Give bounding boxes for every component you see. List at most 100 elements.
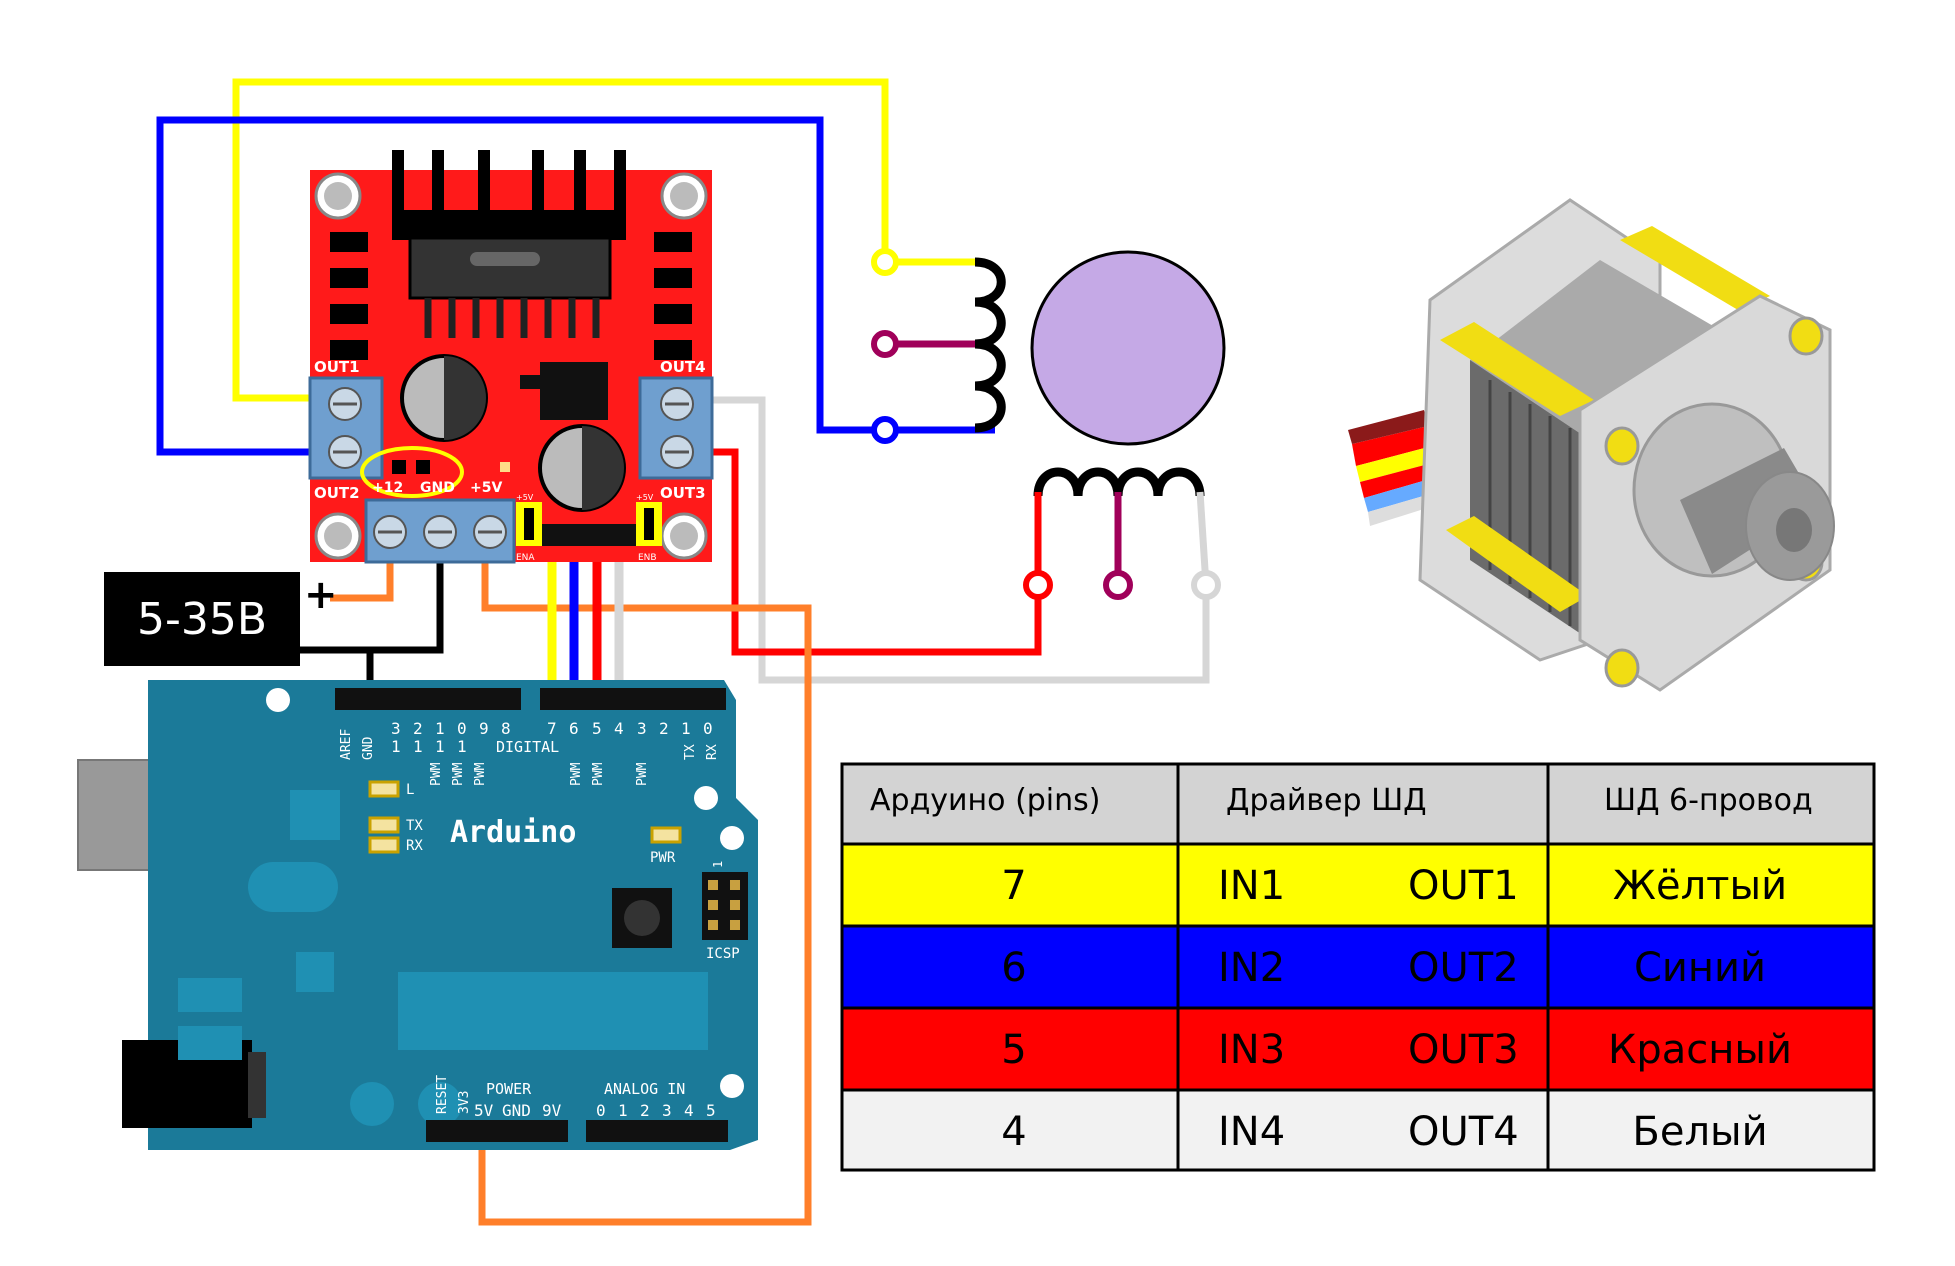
table-cell-in: IN4 bbox=[1218, 1109, 1285, 1155]
pwm-label-6: PWM bbox=[569, 762, 584, 786]
table-cell-wire-color: Красный bbox=[1608, 1027, 1792, 1073]
header-arduino-pins: Ардуино (pins) bbox=[870, 783, 1101, 818]
top-pin-label-4: 4 bbox=[614, 719, 624, 738]
analog-pin-label-0: 0 bbox=[596, 1101, 606, 1120]
table-cell-in: IN3 bbox=[1218, 1027, 1285, 1073]
top-pin-label-10: 0 bbox=[457, 719, 467, 738]
led-tx bbox=[368, 816, 400, 834]
motor-driver-board: OUT1 OUT2 OUT4 OUT3 +12 GND +5V +5V +5V … bbox=[308, 150, 714, 564]
jumper-5v-left-label: +5V bbox=[516, 493, 534, 502]
top-pin-label-6: 6 bbox=[569, 719, 579, 738]
table-cell-out: OUT1 bbox=[1408, 863, 1519, 909]
purple-tap-top bbox=[871, 330, 899, 358]
analog-label: ANALOG IN bbox=[604, 1080, 685, 1098]
pwm-label-11: PWM bbox=[429, 762, 444, 786]
red-tap bbox=[1023, 570, 1053, 600]
stepper-motor-illustration bbox=[1348, 198, 1835, 692]
table-cell-out: OUT2 bbox=[1408, 945, 1519, 991]
table-cell-wire-color: Белый bbox=[1632, 1109, 1767, 1155]
orange-supply-wire bbox=[330, 560, 394, 602]
power-label: POWER bbox=[486, 1080, 532, 1098]
gnd-pin-label: GND bbox=[502, 1101, 531, 1120]
header-stepper-driver: Драйвер ШД bbox=[1226, 783, 1427, 818]
top-pin-label-2: 2 bbox=[659, 719, 669, 738]
led-tx-label: TX bbox=[406, 818, 423, 834]
pwm-label-10: PWM bbox=[451, 762, 466, 786]
led-l-label: L bbox=[406, 782, 414, 798]
9v-pin-label: 9V bbox=[542, 1101, 562, 1120]
led-l bbox=[368, 780, 400, 798]
top-pin-label-11: 1 bbox=[435, 719, 445, 738]
digital-label: DIGITAL bbox=[496, 738, 559, 756]
pwm-label-9: PWM bbox=[473, 762, 488, 786]
supply-plus-sign: + bbox=[304, 572, 338, 618]
3v3-pin-label: 3V3 bbox=[457, 1091, 472, 1114]
top-pin-label-3: 3 bbox=[637, 719, 647, 738]
table-cell-in: IN2 bbox=[1218, 945, 1285, 991]
top-pin-label-8: 8 bbox=[501, 719, 511, 738]
top-pin-label-5: 5 bbox=[592, 719, 602, 738]
tx-pin-label: TX bbox=[683, 744, 698, 760]
rx-pin-label: RX bbox=[705, 744, 720, 760]
top-pin-label-tens-12: 1 bbox=[413, 737, 423, 756]
out1-label: OUT1 bbox=[314, 358, 360, 376]
top-pin-label-9: 9 bbox=[479, 719, 489, 738]
rotor bbox=[1030, 250, 1226, 446]
top-pin-label-tens-11: 1 bbox=[435, 737, 445, 756]
analog-pin-label-4: 4 bbox=[684, 1101, 694, 1120]
ena-label: ENA bbox=[516, 553, 535, 563]
analog-pin-label-3: 3 bbox=[662, 1101, 672, 1120]
vertical-coil bbox=[974, 257, 1006, 433]
table-cell-out: OUT4 bbox=[1408, 1109, 1519, 1155]
icsp-label: ICSP bbox=[706, 946, 740, 962]
led-pwr-label: PWR bbox=[650, 850, 676, 866]
icsp-pin1-label: 1 bbox=[711, 861, 725, 868]
top-pin-label-aref: AREF bbox=[339, 729, 354, 760]
orange-5v-wire bbox=[478, 560, 812, 1226]
red-wire bbox=[712, 448, 1042, 656]
analog-pin-label-1: 1 bbox=[618, 1101, 628, 1120]
plus12-label: +12 bbox=[372, 480, 403, 496]
stepper-schematic bbox=[871, 248, 1226, 600]
top-pin-label-tens-13: 1 bbox=[391, 737, 401, 756]
white-wire bbox=[712, 396, 1210, 684]
analog-pin-label-2: 2 bbox=[640, 1101, 650, 1120]
reset-pin-label: RESET bbox=[435, 1075, 450, 1114]
table-row-background bbox=[842, 844, 1874, 926]
pwm-label-3: PWM bbox=[635, 762, 650, 786]
yellow-tap bbox=[871, 248, 899, 276]
table-row-background bbox=[842, 1090, 1874, 1172]
blue-tap bbox=[871, 416, 899, 444]
led-rx-label: RX bbox=[406, 838, 423, 854]
table-cell-pin: 4 bbox=[1001, 1109, 1026, 1155]
led-rx bbox=[368, 836, 400, 854]
table-cell-wire-color: Жёлтый bbox=[1613, 863, 1787, 909]
top-pin-label-0: 0 bbox=[703, 719, 713, 738]
power-supply: 5-35В + – bbox=[104, 572, 338, 672]
table-row-background bbox=[842, 1008, 1874, 1090]
jumper-5v-right-label: +5V bbox=[636, 493, 654, 502]
supply-minus-sign: – bbox=[302, 626, 322, 672]
header-stepper-6wire: ШД 6-провод bbox=[1604, 783, 1813, 818]
top-pin-label-7: 7 bbox=[547, 719, 557, 738]
top-pin-label-13: 3 bbox=[391, 719, 401, 738]
table-cell-pin: 6 bbox=[1001, 945, 1026, 991]
top-pin-label-12: 2 bbox=[413, 719, 423, 738]
table-cell-out: OUT3 bbox=[1408, 1027, 1519, 1073]
5v-pin-label: 5V bbox=[474, 1101, 494, 1120]
top-pin-label-gnd: GND bbox=[361, 736, 376, 760]
table-cell-pin: 5 bbox=[1001, 1027, 1026, 1073]
gnd-label: GND bbox=[420, 480, 455, 496]
pwm-label-5: PWM bbox=[591, 762, 606, 786]
top-pin-label-tens-10: 1 bbox=[457, 737, 467, 756]
table-cell-pin: 7 bbox=[1001, 863, 1026, 909]
arduino-logo-text: Arduino bbox=[450, 815, 576, 850]
plus5v-label: +5V bbox=[470, 480, 502, 496]
